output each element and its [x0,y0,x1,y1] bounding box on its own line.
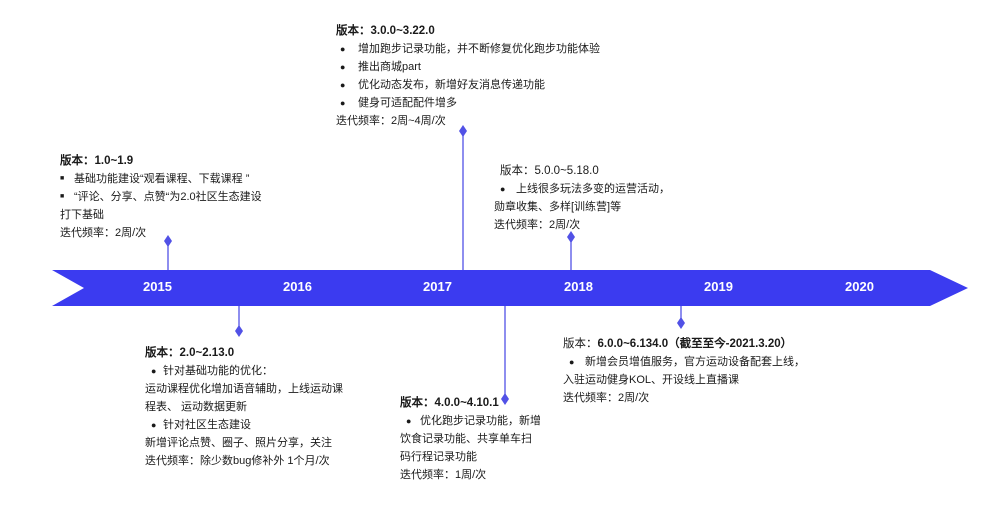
frequency-text: 迭代频率：2周/次 [494,219,581,231]
year-label-2018: 2018 [564,279,593,294]
list-item: 程表、 运动数据更新 [145,401,248,413]
milestone-title: 版本：5.0.0~5.18.0 [500,165,599,177]
milestone-2: 版本：2.0~2.13.0 ●针对基础功能的优化： 运动课程优化增加语音辅助，上… [145,344,343,470]
list-item: 新增评论点赞、圈子、照片分享，关注 [145,437,332,449]
frequency-text: 迭代频率：除少数bug修补外 1个月/次 [145,455,330,467]
milestone-title: 版本：1.0~1.9 [60,155,134,167]
list-item: 勋章收集、多样[训练营]等 [494,201,622,213]
list-item: 饮食记录功能、共享单车扫 [400,433,532,445]
connector-6 [677,306,685,329]
list-item: 打下基础 [60,209,104,221]
list-item: ●上线很多玩法多变的运营活动， [500,183,670,195]
list-item: ●增加跑步记录功能，并不断修复优化跑步功能体验 [340,43,600,55]
list-item: ●针对社区生态建设 [151,419,251,431]
milestone-6: 版本：6.0.0~6.134.0（截至至今-2021.3.20） ●新增会员增值… [563,335,805,407]
connector-5 [567,231,575,270]
frequency-text: 迭代频率：1周/次 [400,469,487,481]
milestone-3: 版本：3.0.0~3.22.0 ●增加跑步记录功能，并不断修复优化跑步功能体验 … [336,22,600,130]
year-label-2020: 2020 [845,279,874,294]
list-item: 入驻运动健身KOL、开设线上直播课 [563,374,740,386]
list-item: ●推出商城part [340,61,421,73]
connector-4 [501,306,509,405]
connector-1 [164,235,172,270]
connector-2 [235,306,243,337]
list-item: ●优化动态发布，新增好友消息传递功能 [340,79,545,91]
milestone-1: 版本：1.0~1.9 ■基础功能建设“观看课程、下载课程 ” ■“评论、分享、点… [60,152,262,242]
list-item: ●新增会员增值服务，官方运动设备配套上线， [569,356,805,368]
timeline-arrow [52,270,968,306]
milestone-title: 版本：4.0.0~4.10.1 [400,397,499,409]
milestone-title: 版本：3.0.0~3.22.0 [336,25,435,37]
list-item: ●健身可适配配件增多 [340,97,457,109]
list-item: 码行程记录功能 [400,451,477,463]
connector-3 [459,125,467,270]
milestone-title: 版本：6.0.0~6.134.0（截至至今-2021.3.20） [563,338,793,350]
list-item: ■“评论、分享、点赞“为2.0社区生态建设 [60,191,262,203]
milestone-4: 版本：4.0.0~4.10.1 ●优化跑步记录功能，新增 饮食记录功能、共享单车… [400,394,541,484]
milestone-5: 版本：5.0.0~5.18.0 ●上线很多玩法多变的运营活动， 勋章收集、多样[… [494,162,670,234]
year-label-2017: 2017 [423,279,452,294]
list-item: ●针对基础功能的优化： [151,365,273,377]
list-item: ●优化跑步记录功能，新增 [406,415,541,427]
frequency-text: 迭代频率：2周/次 [563,392,650,404]
year-label-2015: 2015 [143,279,172,294]
year-label-2019: 2019 [704,279,733,294]
milestone-title: 版本：2.0~2.13.0 [145,347,235,359]
frequency-text: 迭代频率：2周~4周/次 [336,115,446,127]
list-item: ■基础功能建设“观看课程、下载课程 ” [60,173,250,185]
list-item: 运动课程优化增加语音辅助，上线运动课 [145,383,343,395]
frequency-text: 迭代频率：2周/次 [60,227,147,239]
year-label-2016: 2016 [283,279,312,294]
